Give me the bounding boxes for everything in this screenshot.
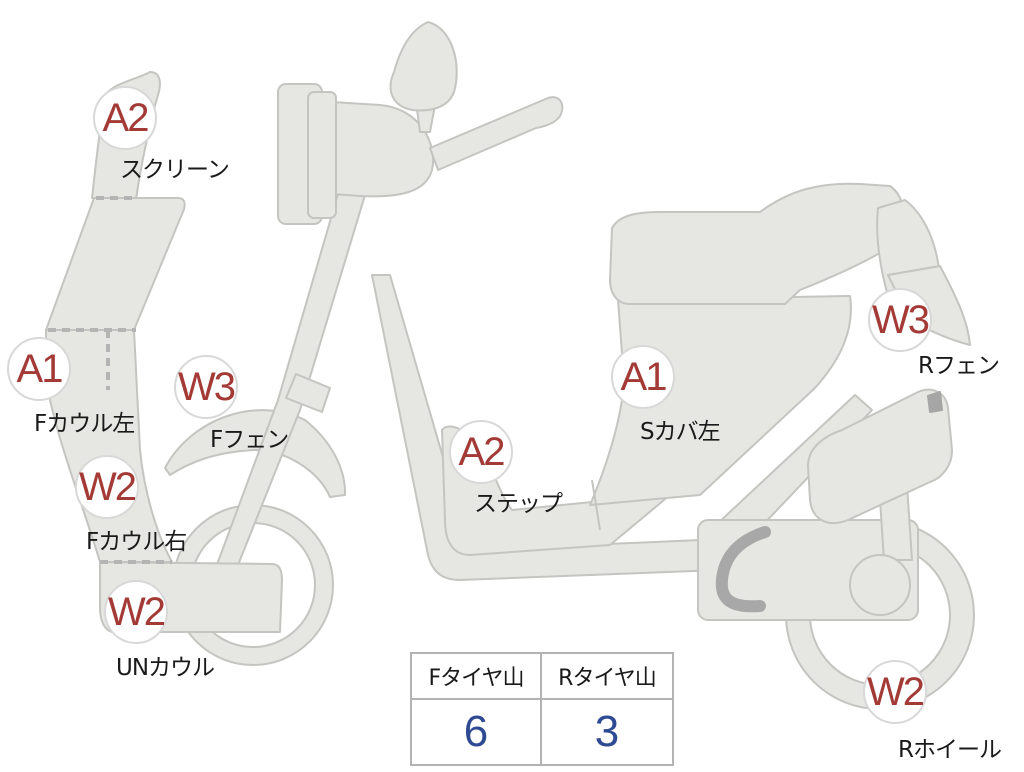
part-name-label: Fカウル右 <box>86 529 187 555</box>
front-cowl-left <box>45 197 186 331</box>
tire-tread-table: Fタイヤ山 Rタイヤ山 6 3 <box>410 652 674 766</box>
part-name-label: Sカバ左 <box>640 419 721 445</box>
part-name-label: Fフェン <box>210 427 289 453</box>
zone-dividers <box>48 196 172 564</box>
mirror <box>389 21 458 112</box>
damage-grade-badge: W2 <box>863 660 927 724</box>
part-name-label: Rホイール <box>898 737 1002 763</box>
rear-tire-tread-value: 3 <box>594 707 620 756</box>
damage-grade-badge: W3 <box>868 288 932 352</box>
damage-grade-badge: A1 <box>7 337 71 401</box>
damage-grade-badge: A2 <box>93 86 157 150</box>
part-name-label: UNカウル <box>116 655 215 681</box>
side-cover-seam <box>591 479 601 531</box>
rear-hub <box>849 554 911 616</box>
damage-grade-badge: W2 <box>104 580 168 644</box>
fork-collar <box>285 373 331 413</box>
front-tire-tread-value: 6 <box>412 700 542 764</box>
table-header-rear: Rタイヤ山 <box>542 654 672 700</box>
handlebar <box>429 96 564 171</box>
muffler-tip <box>927 391 943 413</box>
damage-grade-badge: W2 <box>75 455 139 519</box>
damage-grade-badge: W3 <box>174 355 238 419</box>
damage-grade-badge: A1 <box>611 345 675 409</box>
damage-grade-badge: A2 <box>449 420 513 484</box>
kickstand <box>715 526 771 613</box>
muffler <box>807 388 953 525</box>
part-name-label: Fカウル左 <box>34 411 135 437</box>
headlight-rim <box>307 91 337 219</box>
part-name-label: ステップ <box>474 491 563 517</box>
seat <box>609 182 905 305</box>
part-name-label: Rフェン <box>918 353 1000 379</box>
part-name-label: スクリーン <box>120 157 230 183</box>
front-fender <box>164 409 347 498</box>
table-header-front: Fタイヤ山 <box>412 654 542 700</box>
